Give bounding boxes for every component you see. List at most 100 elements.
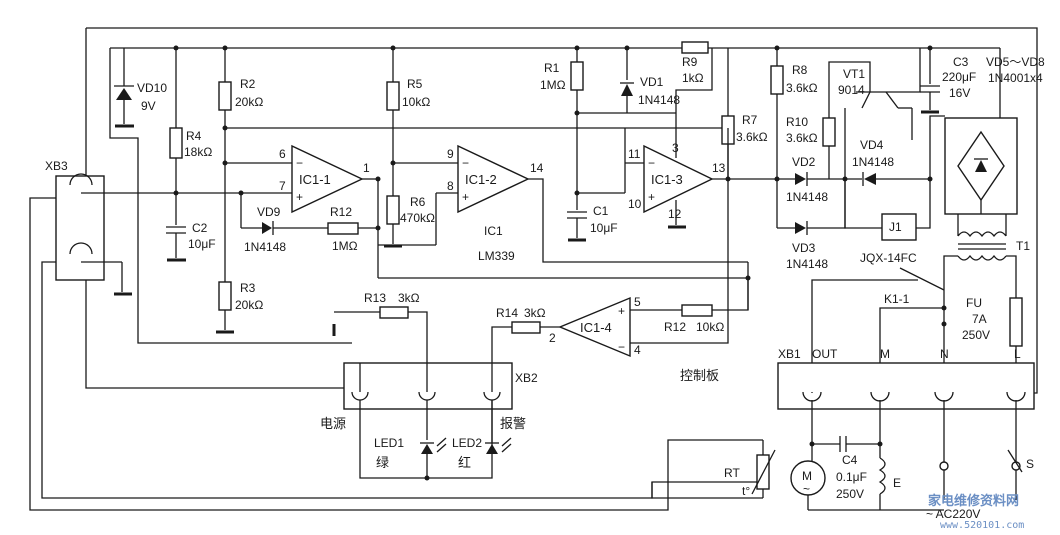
r3-name: R3	[240, 281, 256, 295]
watermark-url: www.520101.com	[940, 520, 1024, 531]
r12a-name: R12	[330, 205, 352, 219]
r10-name: R10	[786, 115, 808, 129]
ic1-3-plus: +	[648, 190, 655, 204]
vd10-zener: VD10 9V	[114, 48, 167, 128]
lm339-name: LM339	[478, 249, 515, 263]
vd1-name: VD1	[640, 75, 664, 89]
motor-tilde: ~	[803, 482, 810, 496]
r3-value: 20kΩ	[235, 298, 263, 312]
r4-c2-branch: R4 18kΩ C2 10μF	[104, 45, 292, 262]
r6-name: R6	[410, 195, 426, 209]
j1-relay: J1 JQX-14FC	[860, 213, 917, 265]
r12b-value: 10kΩ	[696, 320, 724, 334]
watermark: 家电维修资料网 www.520101.com	[928, 493, 1024, 531]
r1-name: R1	[544, 61, 560, 75]
ic1-2-label: IC1-2	[465, 172, 497, 187]
r9-value: 1kΩ	[682, 71, 704, 85]
c3-name: C3	[953, 55, 969, 69]
motor-c4-heater: M ~ C4 0.1μF 250V E	[790, 436, 944, 511]
ic1-2-minus: −	[462, 156, 469, 170]
led2-name: LED2	[452, 436, 482, 450]
ic1-4-comparator: IC1-4 + − 5 4 2 R12 10kΩ R14 3kΩ	[491, 128, 749, 392]
r2-value: 20kΩ	[235, 95, 263, 109]
vd5-8-name: VD5～VD8	[986, 55, 1045, 69]
xb3-label: XB3	[45, 159, 68, 173]
r5-value: 10kΩ	[402, 95, 430, 109]
r13-name: R13	[364, 291, 386, 305]
r8-r10-vd2-vd3: R8 3.6kΩ R10 3.6kΩ VD2 1N4148 VD3 1N4148	[728, 45, 1000, 310]
c3-voltage: 16V	[949, 86, 970, 100]
ic1-4-plus: +	[618, 304, 625, 318]
vd4-name: VD4	[860, 138, 884, 152]
pin11: 11	[628, 147, 641, 161]
power-label: 电源	[320, 417, 346, 432]
c2-value: 10μF	[188, 237, 216, 251]
r4-name: R4	[186, 129, 202, 143]
r10-value: 3.6kΩ	[786, 131, 818, 145]
pin7: 7	[279, 179, 286, 193]
vd5-8-value: 1N4001x4	[988, 71, 1043, 85]
alarm-label: 报警	[500, 416, 526, 432]
pin2: 2	[549, 331, 556, 345]
vd4-diode: VD4 1N4148	[842, 115, 945, 229]
ic1-1-label: IC1-1	[299, 172, 331, 187]
fu-voltage: 250V	[962, 328, 990, 342]
ic1-4-label: IC1-4	[580, 320, 612, 335]
c4-value: 0.1μF	[836, 470, 867, 484]
ic1-name: IC1	[484, 224, 503, 238]
r8-value: 3.6kΩ	[786, 81, 818, 95]
pin13: 13	[712, 161, 726, 175]
vd10-value: 9V	[141, 99, 156, 113]
vd9-name: VD9	[257, 205, 281, 219]
s-label: S	[1026, 457, 1034, 471]
r9-r7: R9 1kΩ R7 3.6kΩ	[675, 41, 768, 179]
xb1-name: XB1	[778, 347, 801, 361]
bridge-rectifier: VD5～VD8 1N4001x4	[944, 48, 1045, 215]
pin5: 5	[634, 295, 641, 309]
heater-label: E	[893, 476, 901, 490]
xb3-connector: XB3	[29, 159, 763, 511]
vd9-value: 1N4148	[244, 240, 286, 254]
out-label: OUT	[812, 347, 838, 361]
led1-color: 绿	[376, 456, 389, 471]
r13-resistor: R13 3kΩ	[332, 291, 428, 392]
vd3-value: 1N4148	[786, 257, 828, 271]
pin14: 14	[530, 161, 544, 175]
j1-name: J1	[889, 220, 902, 234]
t1-transformer: T1	[943, 214, 1030, 393]
t1-name: T1	[1016, 239, 1030, 253]
vd9-r12-feedback: VD9 1N4148 R12 1MΩ	[238, 190, 381, 254]
rt-name: RT	[724, 466, 740, 480]
xb2-connector: XB2	[343, 362, 538, 481]
c3-capacitor: C3 220μF 16V	[920, 45, 976, 114]
r14-name: R14	[496, 306, 518, 320]
r5-name: R5	[407, 77, 423, 91]
vd3-name: VD3	[792, 241, 816, 255]
vd2-value: 1N4148	[786, 190, 828, 204]
pin12: 12	[668, 207, 682, 221]
led1-name: LED1	[374, 436, 404, 450]
motor-label: M	[802, 469, 812, 483]
r5-r6-divider: R5 10kΩ R6 470kΩ	[384, 45, 458, 248]
vd1-value: 1N4148	[638, 93, 680, 107]
c4-name: C4	[842, 453, 858, 467]
r6-value: 470kΩ	[400, 211, 435, 225]
vd4-value: 1N4148	[852, 155, 894, 169]
r8-name: R8	[792, 63, 808, 77]
ic1-2-comparator: IC1-2 − + 9 8 14 IC1 LM339	[378, 144, 748, 263]
r1-value: 1MΩ	[540, 78, 566, 92]
r14-value: 3kΩ	[524, 306, 546, 320]
pin4: 4	[634, 343, 641, 357]
ic1-4-minus: −	[618, 340, 625, 354]
r7-name: R7	[742, 113, 758, 127]
ic1-1-minus: −	[296, 156, 303, 170]
ic1-1-plus: +	[296, 190, 303, 204]
rt-thermistor: RT t°	[651, 440, 776, 499]
pin9: 9	[447, 147, 454, 161]
leds: LED1 绿 LED2 红 电源 报警	[320, 400, 526, 478]
vt1-value: 9014	[838, 83, 865, 97]
ic1-2-plus: +	[462, 190, 469, 204]
ic1-3-label: IC1-3	[651, 172, 683, 187]
c2-name: C2	[192, 221, 208, 235]
